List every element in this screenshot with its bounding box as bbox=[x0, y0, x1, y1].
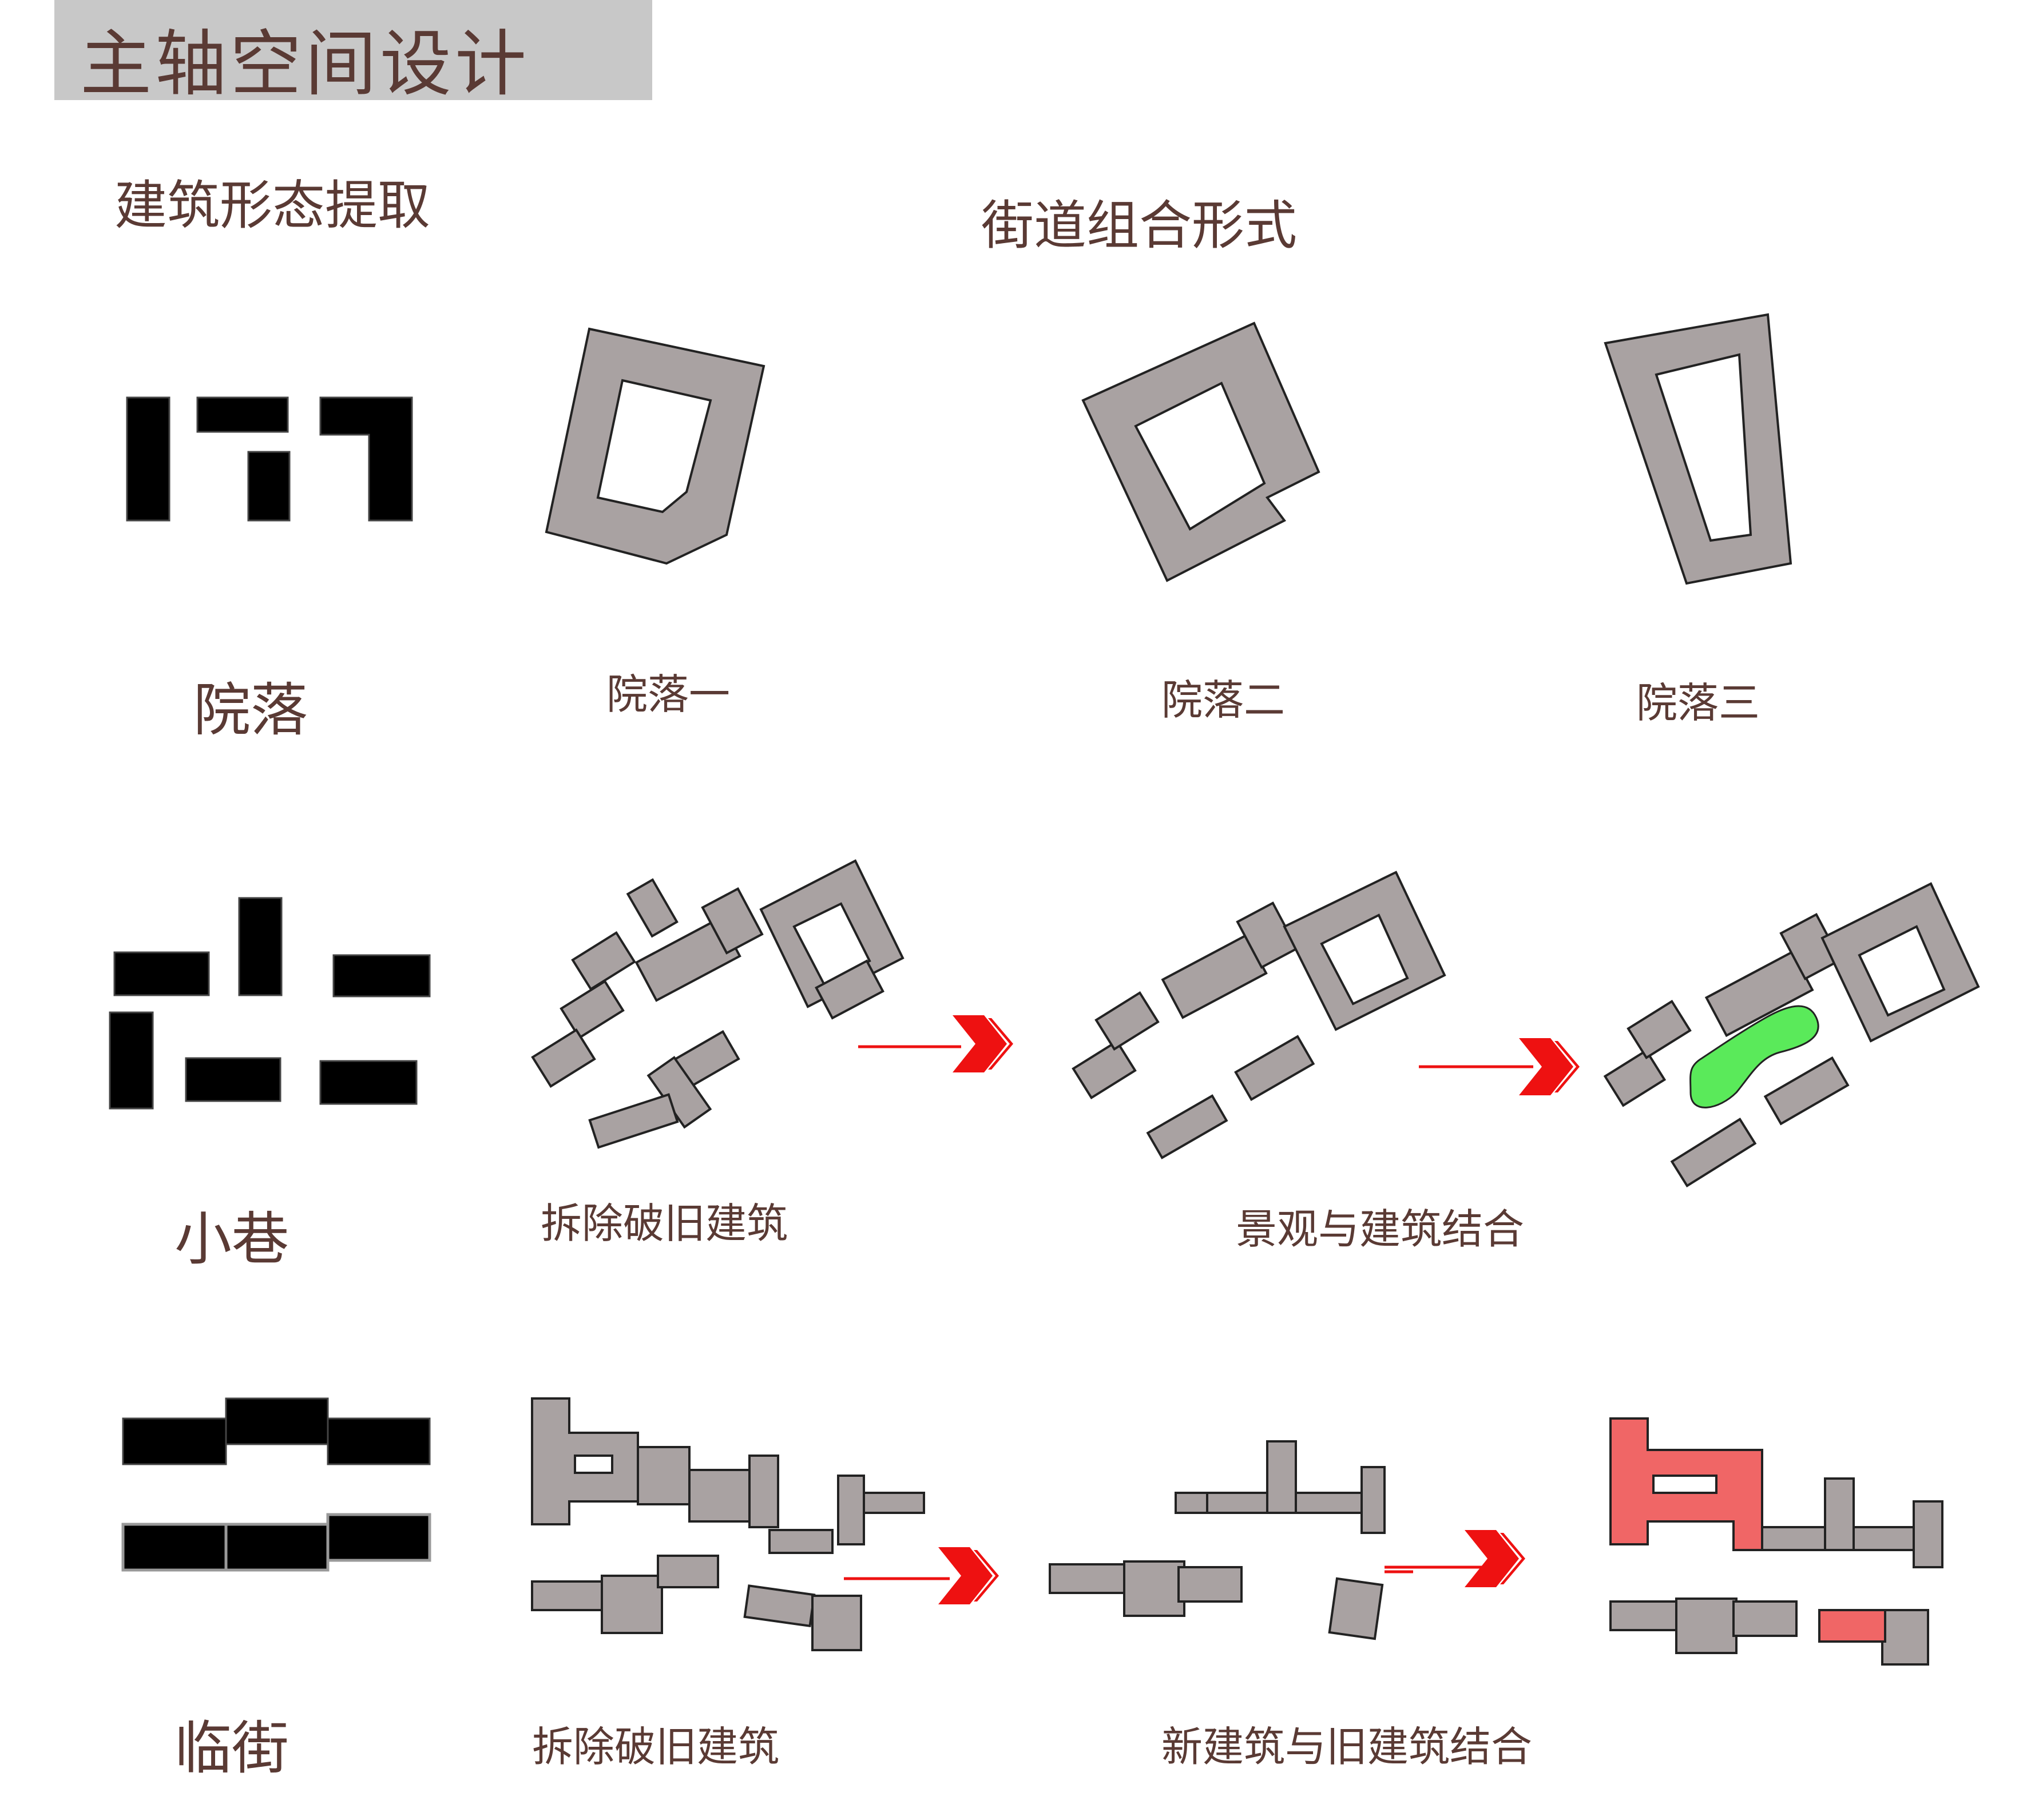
caption-alley-demolish: 拆除破旧建筑 bbox=[541, 1199, 788, 1247]
page-title: 主轴空间设计 bbox=[80, 23, 530, 106]
street-form-extraction bbox=[122, 1397, 431, 1465]
caption-courtyard-1: 院落一 bbox=[606, 670, 731, 718]
row-label-alley: 小巷 bbox=[174, 1206, 289, 1273]
heading-street-combination: 街道组合形式 bbox=[981, 195, 1298, 256]
caption-street-demolish: 拆除破旧建筑 bbox=[532, 1723, 780, 1771]
caption-courtyard-3: 院落三 bbox=[1636, 679, 1760, 727]
alley-landscape-diagram-final bbox=[1603, 882, 1980, 1188]
courtyard-3-diagram bbox=[1604, 313, 1792, 585]
courtyard-form-extraction bbox=[126, 396, 413, 522]
caption-street-new-old: 新建筑与旧建筑结合 bbox=[1161, 1723, 1533, 1771]
street-combine-diagram-final bbox=[1609, 1477, 1943, 1666]
row-label-street-front: 临街 bbox=[174, 1715, 289, 1782]
street-form-extraction-lower bbox=[121, 1513, 431, 1572]
row-label-courtyard: 院落 bbox=[193, 677, 308, 744]
caption-courtyard-2: 院落二 bbox=[1161, 676, 1286, 724]
new-building-courtyard bbox=[1609, 1417, 1763, 1551]
alley-landscape-diagram-step bbox=[1072, 871, 1446, 1159]
title-bar: 主轴空间设计 bbox=[54, 0, 652, 106]
street-demolish-diagram bbox=[531, 1397, 925, 1651]
new-building-small bbox=[1818, 1609, 1886, 1643]
landscape-green-area bbox=[1689, 1005, 1819, 1108]
courtyard-1-diagram bbox=[545, 327, 765, 565]
caption-alley-landscape: 景观与建筑结合 bbox=[1236, 1205, 1525, 1253]
heading-form-extraction: 建筑形态提取 bbox=[114, 175, 431, 236]
alley-form-extraction bbox=[109, 897, 431, 1110]
courtyard-2-diagram bbox=[1081, 321, 1320, 582]
alley-demolish-diagram bbox=[531, 859, 905, 1149]
street-combine-diagram-step bbox=[1049, 1440, 1386, 1640]
